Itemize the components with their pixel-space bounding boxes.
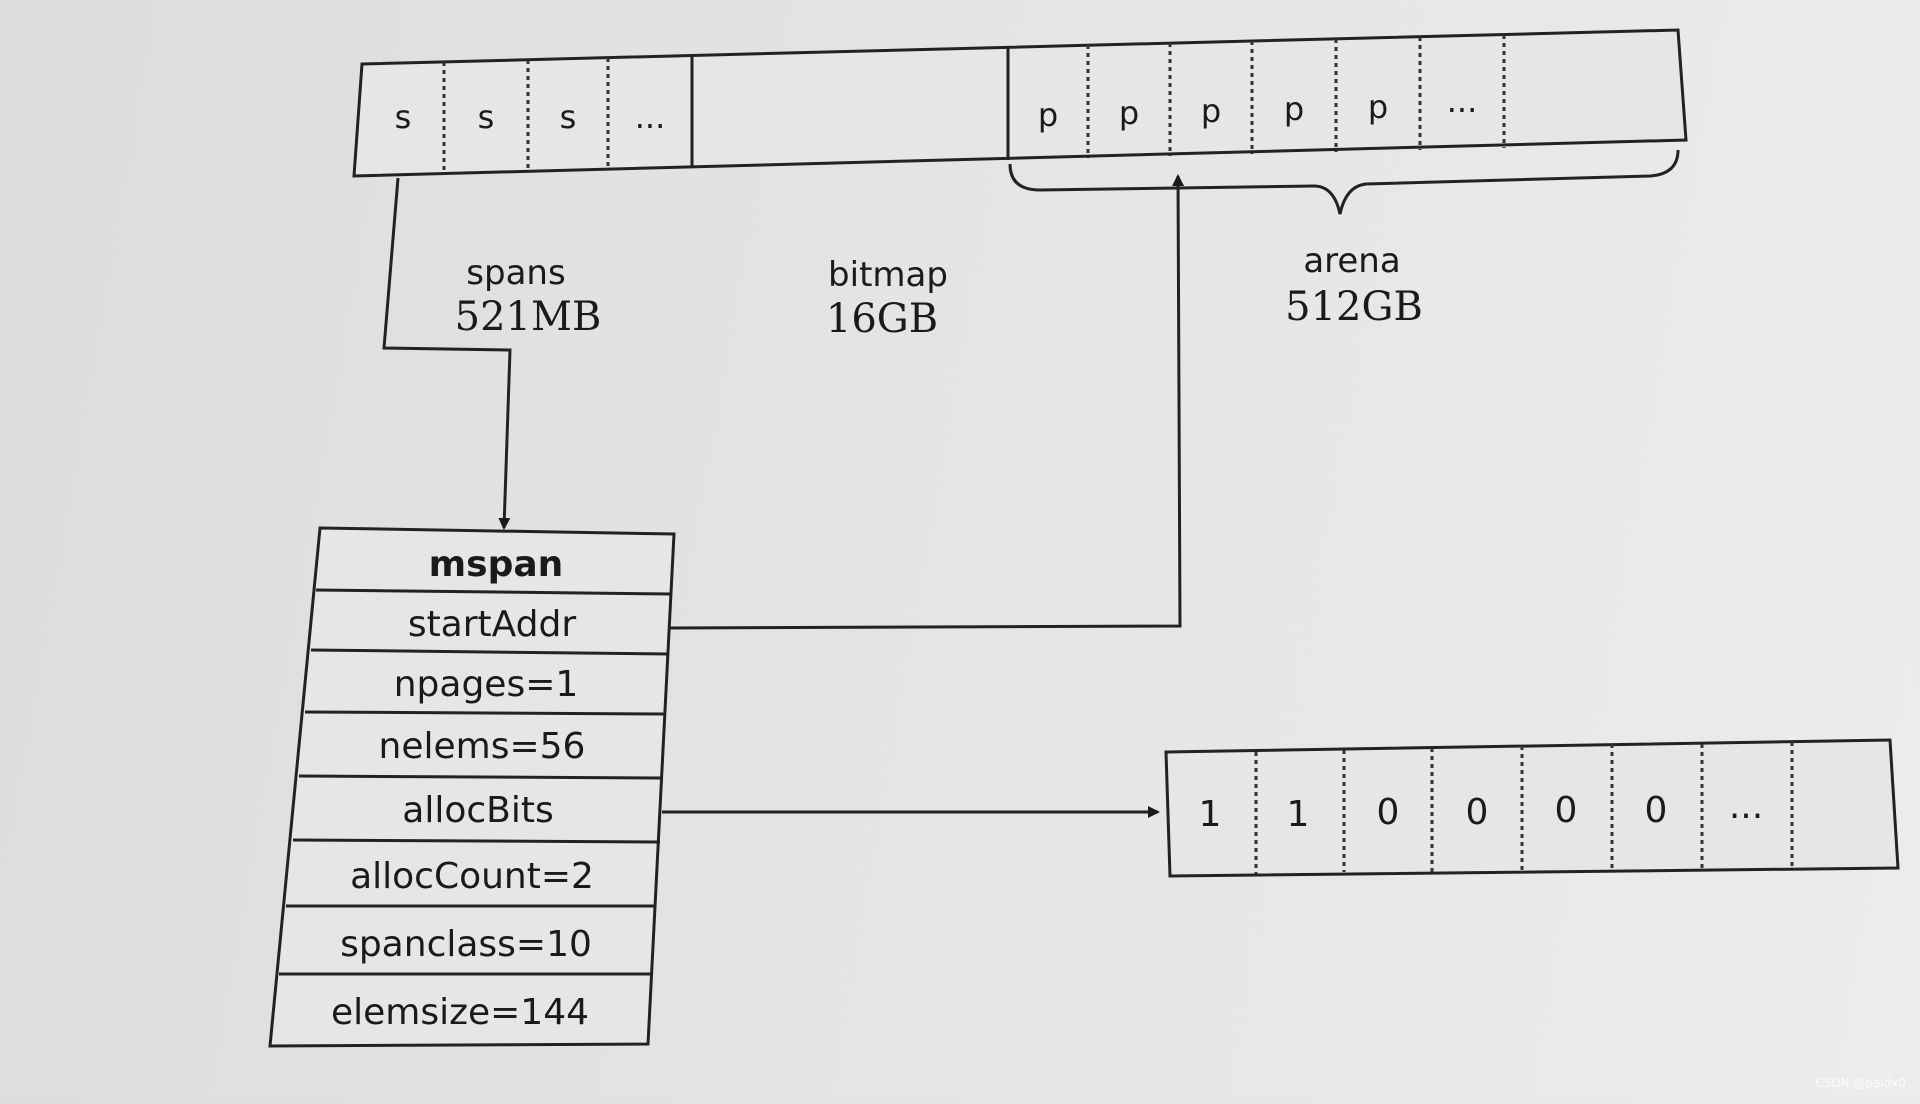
arena-cell-label: p — [1284, 90, 1304, 128]
arena-cell-label: p — [1038, 96, 1058, 134]
bit-value: 0 — [1555, 790, 1578, 831]
mspan-field: spanclass=10 — [340, 924, 592, 965]
memory-strip: s s s ... p p p p p ... — [352, 28, 1688, 178]
mspan-row-divider — [292, 838, 661, 844]
bit-vector-outline — [1164, 738, 1900, 878]
spans-cell-label: s — [478, 98, 495, 136]
bit-value: 0 — [1377, 792, 1400, 833]
mspan-field: npages=1 — [394, 664, 579, 705]
region-size: 16GB — [826, 296, 938, 342]
mspan-outline — [268, 526, 676, 1048]
mspan-row-divider — [315, 588, 673, 596]
mspan-row-divider — [298, 774, 664, 780]
mspan-field: nelems=56 — [379, 726, 586, 767]
spans-cell-label: ... — [635, 98, 666, 136]
arena-cell-label: p — [1119, 94, 1139, 132]
spans-cell-label: s — [560, 98, 577, 136]
mspan-field: allocBits — [402, 790, 553, 831]
spans-to-mspan-arrow — [382, 177, 512, 530]
watermark: CSDN @paidx0 — [1815, 1076, 1906, 1090]
startaddr-to-arena-arrow — [669, 174, 1185, 630]
region-name: bitmap — [828, 255, 948, 295]
arena-cell-label: p — [1201, 92, 1221, 130]
bit-value: ... — [1729, 786, 1763, 827]
region-size: 521MB — [455, 294, 602, 340]
mspan-row-divider — [310, 648, 670, 656]
memory-strip-outline — [352, 28, 1688, 178]
spans-cell-label: s — [395, 98, 412, 136]
bit-value: 0 — [1466, 792, 1489, 833]
bit-value: 0 — [1645, 790, 1668, 831]
mspan-row-divider — [304, 710, 667, 716]
arena-cell-label: ... — [1447, 82, 1478, 120]
region-name: arena — [1303, 241, 1400, 281]
mspan-field: startAddr — [408, 604, 577, 645]
arena-cell-label: p — [1368, 88, 1388, 126]
mspan-struct: mspan startAddr npages=1 nelems=56 alloc… — [268, 526, 676, 1048]
mspan-field: allocCount=2 — [350, 856, 594, 897]
mspan-title: mspan — [429, 544, 564, 585]
alloc-bits-vector: 1 1 0 0 0 0 ... — [1164, 738, 1900, 878]
mspan-field: elemsize=144 — [331, 992, 589, 1033]
region-size: 512GB — [1285, 284, 1423, 330]
bit-value: 1 — [1199, 794, 1222, 835]
bit-value: 1 — [1287, 794, 1310, 835]
region-name: spans — [466, 253, 565, 293]
arena-brace — [1008, 149, 1680, 215]
